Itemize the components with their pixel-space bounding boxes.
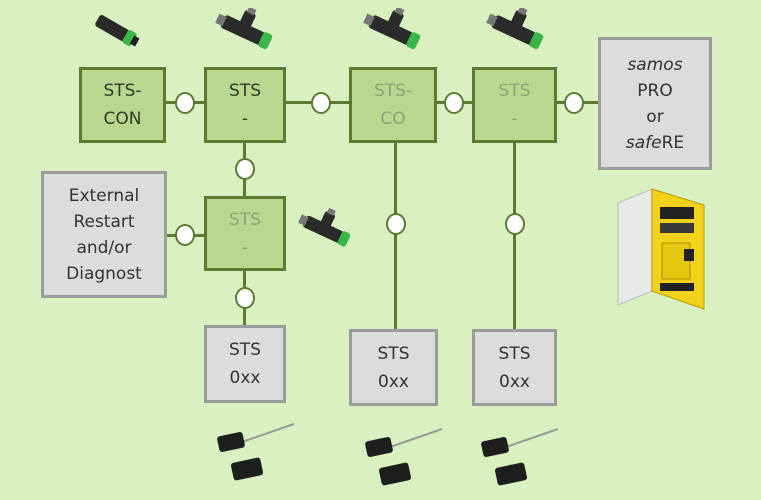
sts-co-box: STS- CO [349,67,437,143]
sts-top-box: STS - [204,67,286,143]
safety-controller-icon [617,188,705,310]
sensor-mid-box: STS 0xx [349,329,438,406]
sensor-mid-line1: STS [377,343,410,364]
samos-line3: or [646,106,664,127]
sts-right-line2: - [511,109,518,129]
sts-mid-line2: - [241,237,249,258]
t-connector-icon [363,8,421,49]
sts-co-line2: CO [380,109,406,129]
t-connector-icon [486,8,544,49]
sts-right-line1: STS [498,81,531,101]
samos-line1: samos [627,54,683,75]
connector-node [564,92,584,114]
sensor-left-box: STS 0xx [204,325,286,403]
samos-controller-box: samos PRO or safeRE [598,37,712,170]
magnetic-sensor-icon [365,428,443,486]
t-connector-icon [298,208,351,247]
magnetic-sensor-icon [217,423,295,481]
sensor-right-line2: 0xx [499,371,530,392]
magnetic-sensor-icon [481,428,559,486]
ext-line4: Diagnost [66,263,142,284]
connector-node [505,213,525,235]
sts-con-box: STS- CON [79,67,166,143]
sensor-right-line1: STS [498,343,531,364]
samos-line4: safeRE [626,130,684,156]
ext-line3: and/or [76,237,132,258]
ext-line1: External [68,185,140,206]
sts-mid-line1: STS [229,209,261,230]
sts-mid-box: STS - [204,196,286,271]
samos-line4-rest: RE [661,132,685,153]
samos-line2: PRO [637,80,673,101]
sensor-mid-line2: 0xx [378,371,409,392]
connector-node [444,92,464,114]
connector-node [175,224,195,246]
sts-con-line1: STS- [103,81,142,101]
wire-sts-co-vertical [394,140,397,335]
sts-co-line1: STS- [373,81,413,101]
sensor-right-box: STS 0xx [472,329,557,406]
samos-line4-italic: safe [625,132,662,153]
sts-right-box: STS - [472,67,557,143]
sts-con-line2: CON [103,109,142,129]
sts-top-line1: STS [229,81,261,101]
connector-node [386,213,406,235]
connector-node [311,92,331,114]
t-connector-icon [215,8,273,49]
sensor-left-line1: STS [229,340,261,360]
sts-top-line2: - [241,109,249,129]
external-restart-box: External Restart and/or Diagnost [41,171,167,298]
sensor-left-line2: 0xx [229,368,261,388]
connector-node [235,158,255,180]
connector-node [235,287,255,309]
cylinder-sensor-icon [95,15,140,47]
ext-line2: Restart [73,211,135,232]
wire-sts-right-vertical [513,140,516,335]
connector-node [175,92,195,114]
